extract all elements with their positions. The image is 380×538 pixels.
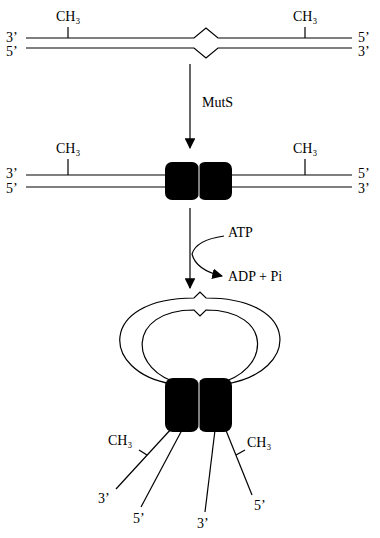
methyl-tick [304, 27, 305, 38]
dna-strand [205, 430, 215, 512]
muts-subunit [165, 378, 199, 432]
methyl-label: CH₃ [293, 142, 317, 156]
methyl-tick [139, 450, 147, 455]
strand-end-label: 5’ [133, 512, 145, 526]
nucleotide-label: ADP + Pi [228, 270, 282, 284]
strand-end-label: 5’ [358, 31, 370, 45]
step-arrow [189, 208, 190, 288]
dna-strand [26, 28, 352, 38]
strand-end-label: 3’ [6, 167, 18, 181]
strand-end-label: 5’ [6, 182, 18, 196]
dna-strand [141, 430, 182, 507]
strand-end-label: 5’ [254, 499, 266, 513]
dna-strand [26, 48, 352, 58]
methyl-label: CH₃ [56, 142, 80, 156]
methyl-label: CH₃ [247, 436, 271, 450]
dna-loop [120, 292, 280, 384]
strand-end-label: 3’ [6, 31, 18, 45]
dna-loop [142, 310, 257, 384]
protein-label: MutS [202, 96, 233, 110]
strand-end-label: 3’ [358, 182, 370, 196]
nucleotide-label: ATP [228, 226, 253, 240]
step-arrow [189, 64, 190, 148]
strand-end-label: 5’ [358, 167, 370, 181]
strand-end-label: 5’ [6, 45, 18, 59]
strand-end-label: 3’ [98, 492, 110, 506]
methyl-tick [236, 450, 245, 455]
methyl-tick [304, 159, 305, 175]
methyl-tick [67, 159, 68, 175]
muts-subunit [198, 378, 232, 432]
methyl-label: CH₃ [56, 10, 80, 24]
strand-end-label: 3’ [358, 45, 370, 59]
strand-end-label: 3’ [197, 517, 209, 531]
muts-subunit [165, 162, 199, 200]
adp-curve [192, 254, 222, 276]
methyl-label: CH₃ [293, 10, 317, 24]
muts-subunit [198, 162, 232, 200]
methyl-tick [67, 27, 68, 38]
atp-curve [192, 236, 224, 254]
methyl-label: CH₃ [108, 434, 132, 448]
